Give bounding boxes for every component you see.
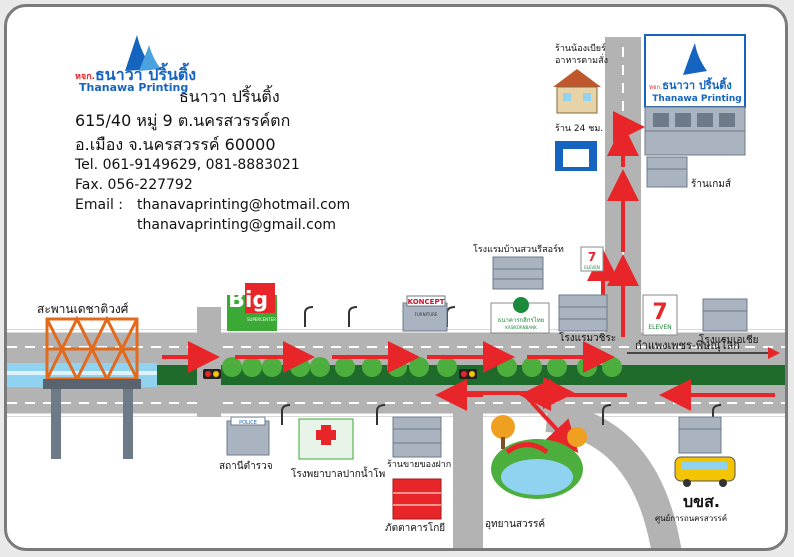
logo-small-text: หจก. [75,72,96,82]
hospital-building: โรงพยาบาลปากน้ำโพ [291,418,385,480]
hotel-suan-building: โรงแรมบ้านสวนรีสอร์ท [473,243,564,290]
big-c-sub: SUPERCENTER [247,317,276,322]
address-line-2: อ.เมือง จ.นครสวรรค์ 60000 [75,135,276,154]
address-line-1: 615/40 หมู่ 9 ต.นครสวรรค์ตก [75,111,291,130]
souvenir-building: ร้านขายของฝาก [387,416,451,470]
fax: Fax. 056-227792 [75,177,193,193]
email-2: thanavaprinting@gmail.com [137,217,337,233]
kbank-label: ธนาคารกสิกรไทย [498,316,544,324]
seven-small-label: ELEVEN [584,265,600,270]
police-label: สถานีตำรวจ [219,460,273,472]
seven-small-num: 7 [588,250,596,264]
park-label: อุทยานสวรรค์ [485,518,545,530]
hotel-suan-label: โรงแรมบ้านสวนรีสอร์ท [473,243,564,255]
traffic-light-west [203,369,221,379]
police-station: POLICE สถานีตำรวจ [219,416,273,472]
seven-large-label: ELEVEN [648,324,671,331]
hospital-label: โรงพยาบาลปากน้ำโพ [291,466,385,480]
side-road-south-west [197,307,221,417]
email-label: Email : [75,197,124,213]
logo-main-text: ธนาวา ปริ้นติ้ง [95,65,197,84]
park-area: อุทยานสวรรค์ [485,415,587,530]
koncept-building: KONCEPT FURNITURE [402,295,448,332]
traffic-light-east [459,369,477,379]
bus-station-sub: ศูนย์การถนครสวรรค์ [655,513,727,524]
company-name: ธนาวา ปริ้นติ้ง [179,87,280,106]
bus-station-label: บขส. [683,492,720,511]
hotel-asia-building: โรงแรมเอเชีย [699,298,759,346]
side-road-south [453,407,483,548]
bridge-area [7,315,157,459]
game-shop-label: ร้านเกมส์ [691,178,731,190]
thanawa-sign-small: หจก. [649,84,662,91]
hotel-asia-label: โรงแรมเอเชีย [699,333,759,346]
bridge-label: สะพานเดชาติวงศ์ [37,302,129,316]
thanawa-sign-en: Thanawa Printing [652,94,741,104]
kbank-en: KASIKORNBANK [505,325,537,330]
shop-24h-building: ร้าน 24 ชม. [555,123,603,171]
bridge-truss [45,315,139,383]
big-c-building: Big C SUPERCENTER [227,283,292,331]
seven-large-num: 7 [652,300,667,325]
big-c-letter: Big C [228,288,292,313]
kbank-building: ธนาคารกสิกรไทย KASIKORNBANK [490,297,550,334]
restaurant-label: ภัตตาคารโกยี [385,521,445,534]
road-name-label: กำแพงเพชร-พิษณุโลก [635,338,740,352]
game-shop-building: ร้านเกมส์ [646,156,731,190]
hotel-wachira-label: โรงแรมวชิระ [559,331,616,344]
telephone: Tel. 061-9149629, 081-8883021 [75,157,300,173]
email-1: thanavaprinting@hotmail.com [137,197,351,213]
thanawa-building: หจก. ธนาวา ปริ้นติ้ง Thanawa Printing [644,34,746,156]
hotel-wachira-building: โรงแรมวชิระ [558,294,616,344]
beer-shop-house: ร้านน้องเบียร์ อาหารตามสั่ง [553,42,608,114]
route-map: Big C SUPERCENTER KONCEPT FURNITURE ธนาค… [7,34,785,548]
logo-english-text: Thanawa Printing [79,81,189,94]
koncept-sub: FURNITURE [415,312,438,317]
restaurant-building: ภัตตาคารโกยี [385,478,445,534]
souvenir-label: ร้านขายของฝาก [387,459,451,470]
shop-24h-label: ร้าน 24 ชม. [555,123,603,134]
police-sign: POLICE [239,420,257,426]
bus-station: บขส. ศูนย์การถนครสวรรค์ [655,416,736,524]
food-label: อาหารตามสั่ง [555,53,608,66]
map-frame: Big C SUPERCENTER KONCEPT FURNITURE ธนาค… [4,4,788,551]
beer-shop-label: ร้านน้องเบียร์ [555,42,606,54]
sail-logo-icon [125,35,161,71]
seven-eleven-large: 7 ELEVEN [642,294,678,336]
thanawa-sign-main: ธนาวา ปริ้นติ้ง [662,77,732,92]
seven-eleven-small: 7 ELEVEN [580,246,604,272]
koncept-label: KONCEPT [408,298,445,306]
